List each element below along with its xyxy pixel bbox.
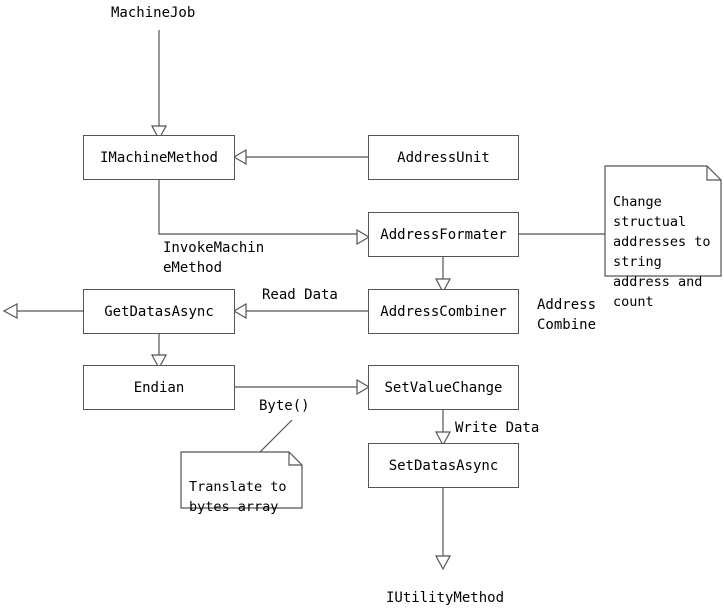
node-addressunit[interactable]: AddressUnit <box>368 135 519 180</box>
note-bytes-content: Translate to bytes array <box>189 479 287 515</box>
arrowhead-down-iutilitymethod <box>434 555 452 571</box>
node-imachinemethod[interactable]: IMachineMethod <box>83 135 235 180</box>
node-getdatasasync[interactable]: GetDatasAsync <box>83 289 235 334</box>
note-address-text: Change structual addresses to string add… <box>605 166 721 310</box>
edge-label-byte: Byte() <box>259 398 310 414</box>
arrowhead-down-setdatasasync <box>434 431 452 447</box>
arrowhead-right-setvaluechange <box>356 378 371 396</box>
arrowhead-left-imachinemethod <box>232 148 247 166</box>
note-address-shape <box>604 165 722 277</box>
node-addresscombiner[interactable]: AddressCombiner <box>368 289 519 334</box>
node-addressformater[interactable]: AddressFormater <box>368 212 519 257</box>
arrowhead-right-addressformater <box>356 228 371 246</box>
arrowhead-left-getdatasasync <box>232 302 247 320</box>
node-endian[interactable]: Endian <box>83 365 235 410</box>
arrowhead-down-endian <box>150 354 168 370</box>
arrowhead-down-imachinemethod <box>150 125 168 141</box>
edge-label-write-data: Write Data <box>455 420 540 436</box>
edge-imachinemethod-to-addressformater <box>158 180 357 235</box>
endpoint-label-machinejob: MachineJob <box>111 5 196 21</box>
edge-label-address-combine: Address Combine <box>537 297 597 333</box>
arrowhead-left-exit <box>2 302 18 320</box>
note-address-fold <box>706 166 721 181</box>
note-bytes-fold <box>288 452 302 466</box>
edge-label-read-data: Read Data <box>262 287 338 303</box>
edge-label-invoke-machine-method: InvokeMachin eMethod <box>163 240 265 276</box>
endpoint-label-iutilitymethod: IUtilityMethod <box>386 590 505 606</box>
note-bytes-text: Translate to bytes array <box>181 452 302 515</box>
node-setdatasasync[interactable]: SetDatasAsync <box>368 443 519 488</box>
note-bytes-shape <box>180 451 303 509</box>
arrowhead-down-addresscombiner <box>434 278 452 294</box>
node-setvaluechange[interactable]: SetValueChange <box>368 365 519 410</box>
note-address-content: Change structual addresses to string add… <box>613 194 711 310</box>
